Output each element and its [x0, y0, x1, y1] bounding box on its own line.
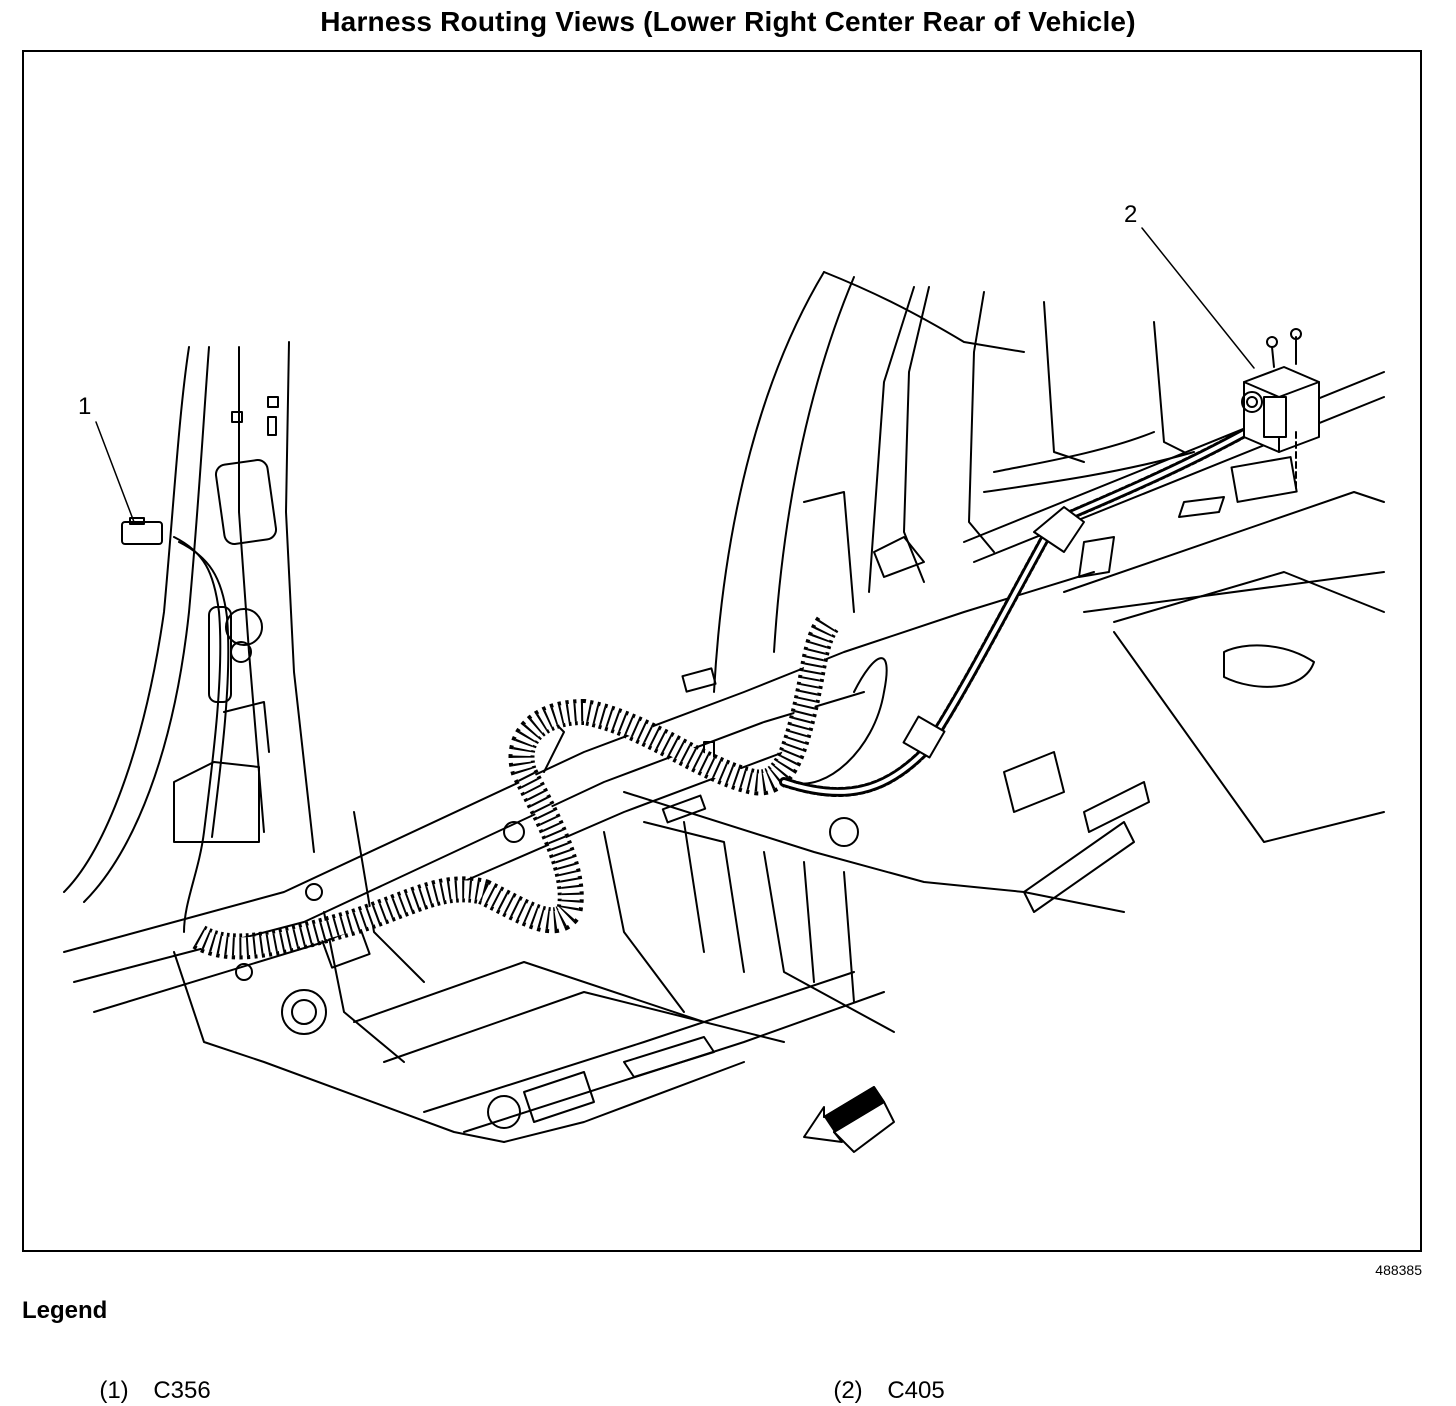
- rear-floor-rail: [963, 371, 1385, 913]
- vehicle-underbody-illustration: [63, 227, 1385, 1153]
- forward-arrow: [803, 1086, 895, 1153]
- legend-heading: Legend: [22, 1297, 108, 1324]
- c356-branch-wires: [121, 517, 230, 933]
- c356-connector: [121, 521, 163, 545]
- legend-item-1-label: C356: [153, 1377, 211, 1404]
- main-harness-conduit: [190, 613, 840, 960]
- legend-item-1-number: (1): [99, 1377, 129, 1404]
- floor-sill: [63, 571, 1125, 1143]
- legend-item-2: (2) C405: [820, 1346, 945, 1406]
- rear-harness-branch: [779, 417, 1269, 797]
- page-title: Harness Routing Views (Lower Right Cente…: [320, 6, 1136, 37]
- callout-2-leader: [1141, 227, 1255, 369]
- callout-1-label: 1: [78, 393, 92, 420]
- harness-routing-diagram: 1 2: [22, 50, 1422, 1252]
- callout-1-leader: [95, 421, 135, 523]
- left-pillar: [63, 341, 315, 903]
- legend-item-2-number: (2): [833, 1377, 863, 1404]
- rear-wheelhouse-panel: [713, 271, 1195, 693]
- legend-item-1: (1) C356: [86, 1346, 211, 1406]
- legend-item-2-label: C405: [887, 1377, 945, 1404]
- callout-2-label: 2: [1124, 201, 1138, 228]
- c405-connector: [1241, 328, 1320, 493]
- figure-id: 488385: [1375, 1262, 1422, 1278]
